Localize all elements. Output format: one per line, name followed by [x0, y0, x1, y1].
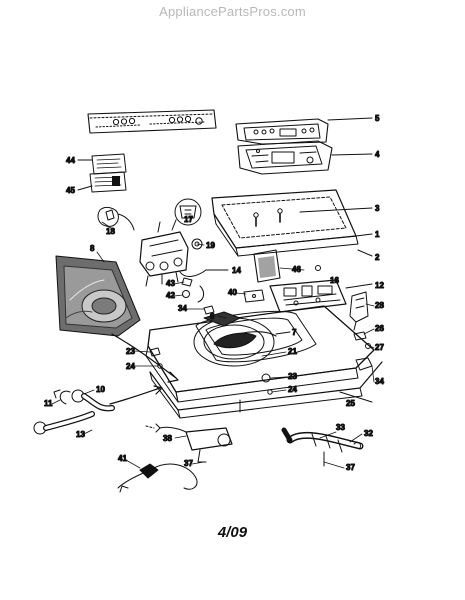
- callout-8: 8: [90, 244, 95, 253]
- callout-5: 5: [375, 114, 380, 123]
- leader-2: [357, 249, 373, 257]
- callout-18: 18: [106, 227, 115, 236]
- leader-7: [275, 331, 291, 335]
- part-28-lid-switch: [349, 291, 369, 331]
- callout-38: 38: [163, 434, 172, 443]
- part-40-bracket: [243, 289, 265, 303]
- leader-25: [339, 391, 373, 403]
- callout-40: 40: [228, 288, 237, 297]
- callout-41: 41: [118, 454, 127, 463]
- leader-12: [345, 283, 373, 289]
- callout-7: 7: [292, 328, 297, 337]
- part-42-screw: [182, 290, 190, 298]
- callout-23-left: 23: [126, 347, 135, 356]
- callout-19: 19: [206, 241, 215, 250]
- callout-23-right: 23: [288, 372, 297, 381]
- watermark-text: AppliancePartsPros.com: [159, 4, 306, 19]
- callout-21: 21: [288, 347, 297, 356]
- callout-12: 12: [375, 281, 384, 290]
- arrow-hose: [109, 387, 161, 405]
- callout-10: 10: [96, 385, 105, 394]
- callout-26: 26: [375, 324, 384, 333]
- callout-3: 3: [375, 204, 380, 213]
- part-25-cabinet-frame: [149, 361, 383, 419]
- leader-1: [355, 233, 373, 237]
- callout-labels: 5 4 44 45 3 1 2 17 18 19 8 14 46 16 43 1…: [44, 114, 385, 473]
- callout-16: 16: [330, 276, 339, 285]
- part-40-grommet-wire: [197, 285, 205, 303]
- part-34-bracket-left: [203, 305, 215, 315]
- part-14-wire: [179, 269, 207, 277]
- callout-24-right: 24: [288, 385, 297, 394]
- callout-25: 25: [346, 399, 355, 408]
- part-24-screw-right: [267, 389, 273, 395]
- part-44-45-decal-labels: [89, 153, 127, 193]
- callout-4: 4: [375, 150, 380, 159]
- callout-17: 17: [184, 215, 193, 224]
- part-38-pump-assembly: [145, 423, 233, 463]
- callout-37-left: 37: [184, 459, 193, 468]
- part-4-control-housing: [237, 140, 333, 175]
- callout-28: 28: [375, 301, 384, 310]
- callout-14: 14: [232, 266, 241, 275]
- part-17-19-inlet-valve: [139, 219, 203, 287]
- part-46-board-cover: [253, 249, 281, 283]
- part-6-7-lid: [193, 311, 275, 367]
- callout-6: 6: [210, 312, 215, 321]
- part-5-control-panel-trim: [235, 118, 329, 145]
- callout-11: 11: [44, 399, 53, 408]
- part-16-clip: [315, 265, 321, 271]
- leader-45: [77, 185, 93, 191]
- part-2-console-backsplash: [211, 189, 359, 257]
- callout-leaders: [51, 221, 375, 469]
- leader-5: [327, 117, 373, 121]
- part-overlay-panel: [87, 109, 217, 134]
- callout-34-left: 34: [178, 304, 187, 313]
- callout-13: 13: [76, 430, 85, 439]
- part-21-washer-top: [145, 305, 375, 403]
- callout-44: 44: [66, 156, 75, 165]
- callout-33: 33: [336, 423, 345, 432]
- callout-2: 2: [375, 253, 380, 262]
- callout-45: 45: [66, 186, 75, 195]
- callout-24-left: 24: [126, 362, 135, 371]
- page-footer-date: 4/09: [217, 524, 248, 541]
- part-18-wire-connector: [97, 206, 135, 231]
- part-23-bumper-right: [261, 373, 271, 383]
- callout-43: 43: [166, 279, 175, 288]
- part-12-main-control-board: [269, 279, 347, 313]
- part-8-tub-photo: [55, 255, 141, 337]
- part-17-inset-circle: [174, 198, 202, 226]
- part-32-33-drain-hose: [281, 427, 364, 453]
- part-23-bumper-left: [149, 347, 161, 357]
- part-41-power-cord: [117, 463, 198, 493]
- callout-1: 1: [375, 230, 380, 239]
- leader-4: [331, 153, 373, 156]
- callout-34-right: 34: [375, 377, 384, 386]
- callout-37-right: 37: [346, 463, 355, 472]
- callout-42: 42: [166, 291, 175, 300]
- callout-32: 32: [364, 429, 373, 438]
- callout-27: 27: [375, 343, 384, 352]
- arrow-tub-to-top: [111, 333, 177, 379]
- part-26-hinge: [353, 331, 367, 341]
- leader-3: [299, 207, 373, 213]
- part-10-13-fill-hoses: [33, 389, 115, 435]
